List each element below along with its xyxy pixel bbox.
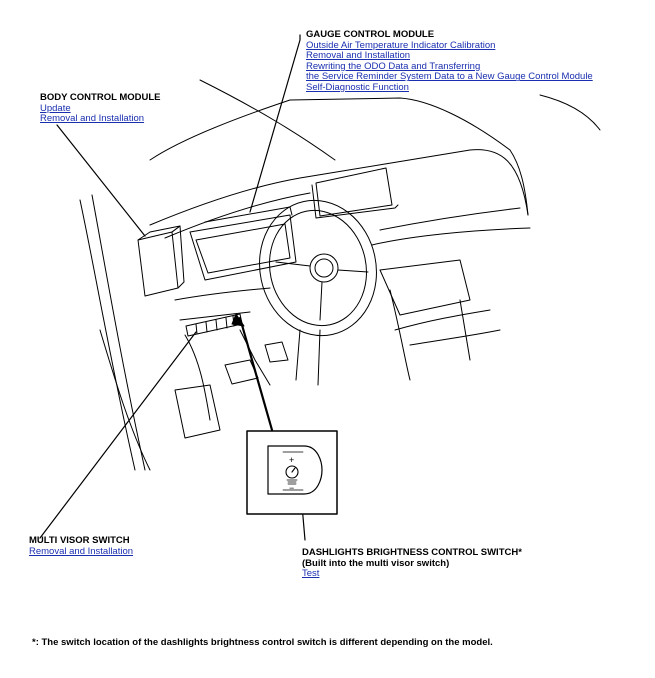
gauge-cluster xyxy=(189,214,297,281)
right-pillar xyxy=(539,94,601,131)
dash-top xyxy=(149,149,529,226)
center-panel xyxy=(379,259,471,316)
multi-visor-buttons xyxy=(195,315,235,335)
gauge-control-module-label: GAUGE CONTROL MODULE Outside Air Tempera… xyxy=(306,29,593,94)
console-side xyxy=(459,299,471,361)
detail-arrow xyxy=(238,316,274,432)
leader-gauge xyxy=(249,34,301,213)
steering-spoke-right xyxy=(337,269,369,273)
footwell-left xyxy=(184,334,211,421)
dashlights-brightness-label: DASHLIGHTS BRIGHTNESS CONTROL SWITCH* (B… xyxy=(302,547,522,580)
bcm-top xyxy=(137,225,181,241)
steering-wheel-outer xyxy=(259,199,377,337)
a-pillar-inner xyxy=(91,194,146,471)
body-control-module xyxy=(137,231,179,297)
center-display-bezel xyxy=(311,184,399,219)
multi-visor-switch-title: MULTI VISOR SWITCH xyxy=(29,535,130,546)
dashlight-brightness-icon xyxy=(285,465,299,485)
steering-wheel-inner xyxy=(269,209,367,327)
gauge-control-module-title: GAUGE CONTROL MODULE xyxy=(306,29,435,40)
console-line xyxy=(394,309,491,331)
link-self-diagnostic-function[interactable]: Self-Diagnostic Function xyxy=(306,81,409,93)
knee-panel xyxy=(179,311,251,321)
switch-detail-outline xyxy=(267,445,323,495)
dash-line-2 xyxy=(164,192,311,239)
link-dashlights-test[interactable]: Test xyxy=(302,568,320,580)
a-pillar-outer xyxy=(79,199,136,471)
gauge-cluster-face xyxy=(195,223,291,274)
leader-bcm xyxy=(56,124,146,237)
link-bcm-removal-installation[interactable]: Removal and Installation xyxy=(40,113,145,125)
roof-line xyxy=(289,97,511,151)
footwell-right xyxy=(239,329,271,386)
body-control-module-title: BODY CONTROL MODULE xyxy=(40,92,161,103)
center-display xyxy=(315,167,393,217)
steering-column-2 xyxy=(317,329,321,386)
console-left xyxy=(389,289,411,381)
link-multi-visor-removal-installation[interactable]: Removal and Installation xyxy=(29,545,134,557)
plus-symbol: + xyxy=(289,455,294,465)
footnote: *: The switch location of the dashlights… xyxy=(32,637,493,648)
steering-hub-center xyxy=(314,258,334,278)
steering-column xyxy=(295,329,301,381)
body-control-module-label: BODY CONTROL MODULE Update Removal and I… xyxy=(40,92,161,125)
leader-multi-visor xyxy=(39,331,197,539)
multi-visor-switch-label: MULTI VISOR SWITCH Removal and Installat… xyxy=(29,535,134,557)
lower-dash xyxy=(174,287,271,301)
minus-symbol: − xyxy=(289,483,294,493)
dashlights-brightness-title: DASHLIGHTS BRIGHTNESS CONTROL SWITCH* xyxy=(302,547,522,558)
right-trim xyxy=(509,149,529,216)
dashlights-brightness-subtitle: (Built into the multi visor switch) xyxy=(302,557,450,569)
console-line-2 xyxy=(409,329,501,346)
link-outside-air-temp-calibration[interactable]: Outside Air Temperature Indicator Calibr… xyxy=(306,39,496,51)
bcm-side xyxy=(171,225,185,289)
link-service-reminder-transfer[interactable]: the Service Reminder System Data to a Ne… xyxy=(306,71,593,83)
door-edge xyxy=(99,329,151,471)
roof-edge xyxy=(149,99,291,161)
pedal-2 xyxy=(264,341,289,363)
steering-spoke-left xyxy=(275,261,311,267)
kick-panel xyxy=(174,384,221,439)
steering-spoke-bottom xyxy=(319,281,323,321)
dash-mid xyxy=(379,207,521,231)
link-gauge-removal-installation[interactable]: Removal and Installation xyxy=(306,50,411,62)
dash-mid-2 xyxy=(371,227,531,246)
detail-arrow-head xyxy=(231,313,245,327)
link-rewriting-odo-data[interactable]: Rewriting the ODO Data and Transferring xyxy=(306,60,481,72)
steering-hub xyxy=(309,253,339,283)
link-bcm-update[interactable]: Update xyxy=(40,102,71,114)
